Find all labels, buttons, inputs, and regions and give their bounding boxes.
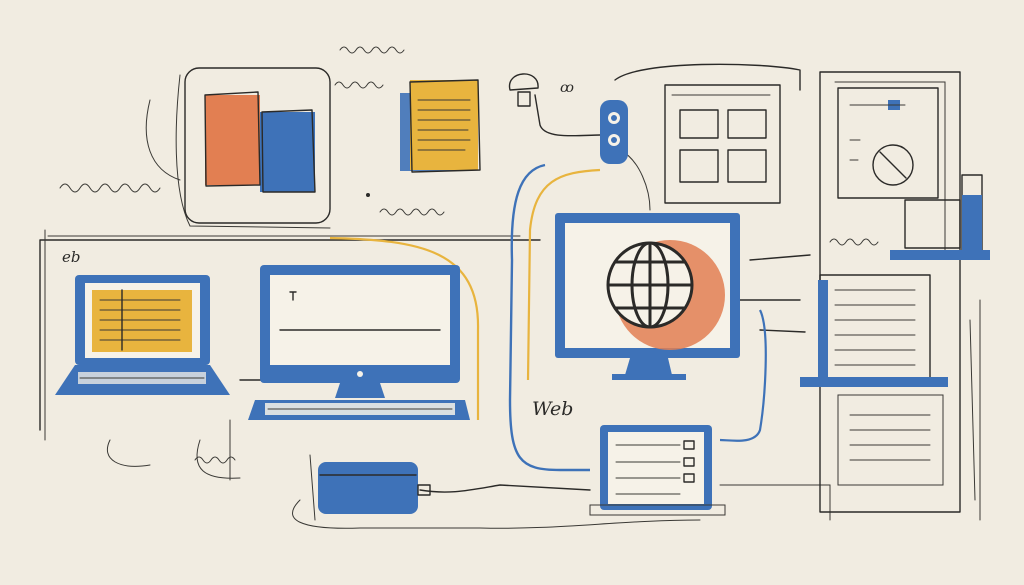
handwritten-scribbles (59, 46, 879, 464)
wireframe-window (664, 84, 781, 204)
modem-icon (309, 454, 431, 521)
file-folder-icon (145, 67, 331, 229)
globe-monitor (555, 213, 740, 380)
globe-icon (606, 241, 694, 329)
left-edge-label: eb (62, 248, 80, 266)
router-icon (600, 100, 628, 164)
laptop-icon (55, 275, 230, 395)
web-label: Web (532, 398, 573, 420)
tablet-icon (589, 425, 726, 516)
document-icon (400, 79, 481, 173)
desktop-monitor-icon (248, 265, 470, 420)
svg-text:ꝏ: ꝏ (560, 80, 574, 96)
bookshelf-icon (800, 71, 990, 513)
lightbulb-icon: ꝏ (509, 73, 574, 107)
